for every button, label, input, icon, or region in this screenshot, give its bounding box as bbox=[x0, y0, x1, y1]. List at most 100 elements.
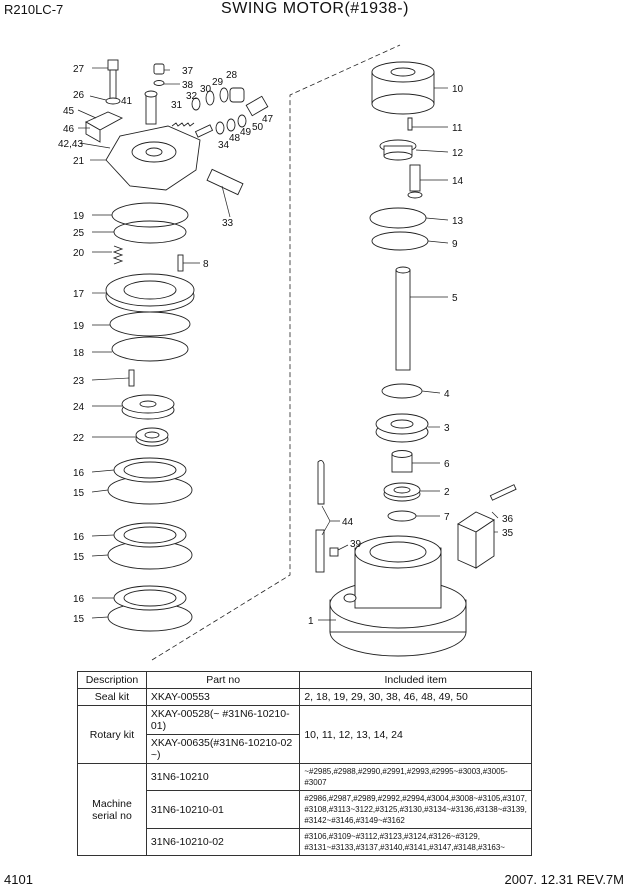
disc-set-3 bbox=[107, 585, 193, 632]
oring-25 bbox=[113, 220, 187, 244]
oring-50 bbox=[237, 114, 247, 128]
spring-11 bbox=[407, 117, 413, 131]
serial-row3-items: #3106,#3109~#3112,#3123,#3124,#3126~#312… bbox=[299, 828, 532, 856]
callout-23: 23 bbox=[73, 376, 85, 387]
callout-22: 22 bbox=[73, 433, 85, 444]
callout-19-top: 19 bbox=[73, 211, 85, 222]
callout-15-b: 15 bbox=[73, 552, 85, 563]
callout-1: 1 bbox=[308, 616, 314, 627]
rotary-kit-part-no-1: XKAY-00528(~ #31N6-10210-01) bbox=[145, 705, 301, 735]
page-number: 4101 bbox=[4, 872, 33, 887]
plug-39 bbox=[329, 547, 339, 557]
plate-13 bbox=[369, 207, 427, 229]
centerline-dash bbox=[151, 44, 401, 661]
serial-row2-line1: #2986,#2987,#2989,#2992,#2994,#3004,#300… bbox=[304, 794, 527, 803]
callout-29: 29 bbox=[212, 77, 224, 88]
seal-kit-items: 2, 18, 19, 29, 30, 38, 46, 48, 49, 50 bbox=[299, 688, 532, 706]
callout-45: 45 bbox=[63, 106, 75, 117]
housing-1 bbox=[329, 535, 467, 657]
snap-ring-4 bbox=[381, 383, 423, 399]
serial-row2-part: 31N6-10210-01 bbox=[145, 790, 301, 829]
oring-19-mid bbox=[109, 311, 191, 337]
callout-36: 36 bbox=[502, 514, 514, 525]
oring-38 bbox=[153, 80, 165, 86]
callout-38: 38 bbox=[182, 80, 194, 91]
callout-49: 49 bbox=[240, 127, 252, 138]
callout-15-a: 15 bbox=[73, 488, 85, 499]
callout-28: 28 bbox=[226, 70, 238, 81]
oring-48 bbox=[215, 121, 225, 135]
callout-32: 32 bbox=[186, 91, 198, 102]
callout-16-c: 16 bbox=[73, 594, 85, 605]
callout-numbers: 27 37 38 26 41 30 29 28 32 31 45 47 46 4… bbox=[58, 64, 514, 627]
serial-row-2: 31N6-10210-01 #2986,#2987,#2989,#2992,#2… bbox=[78, 790, 532, 829]
callout-48: 48 bbox=[229, 133, 241, 144]
callout-16-b: 16 bbox=[73, 532, 85, 543]
header-included: Included item bbox=[299, 671, 532, 689]
callout-14: 14 bbox=[452, 176, 464, 187]
header-part-no: Part no bbox=[145, 671, 301, 689]
callout-50: 50 bbox=[252, 122, 264, 133]
serial-row-3: 31N6-10210-02 #3106,#3109~#3112,#3123,#3… bbox=[78, 828, 532, 856]
oil-seal-2 bbox=[383, 482, 421, 502]
callout-41: 41 bbox=[121, 96, 133, 107]
bearing-22 bbox=[135, 427, 169, 447]
callout-39: 39 bbox=[350, 539, 362, 550]
ring-7 bbox=[387, 510, 417, 522]
callout-24: 24 bbox=[73, 402, 85, 413]
oring-18 bbox=[111, 336, 189, 362]
plug-28 bbox=[229, 87, 245, 103]
seal-kit-part-no: XKAY-00553 bbox=[145, 688, 301, 706]
washer-26 bbox=[105, 97, 121, 105]
cylinder-block-10 bbox=[371, 61, 435, 115]
callout-11: 11 bbox=[452, 123, 463, 134]
oring-19-top bbox=[111, 202, 189, 228]
kit-table: Description Part no Included item Seal k… bbox=[77, 671, 532, 856]
callout-2: 2 bbox=[444, 487, 450, 498]
callout-27: 27 bbox=[73, 64, 85, 75]
callout-5: 5 bbox=[452, 293, 458, 304]
callout-46: 46 bbox=[63, 124, 75, 135]
serial-description-line1: Machine bbox=[92, 797, 132, 810]
exploded-parts-diagram: 27 37 38 26 41 30 29 28 32 31 45 47 46 4… bbox=[58, 44, 517, 661]
bolt-36 bbox=[489, 484, 517, 501]
serial-row2-items: #2986,#2987,#2989,#2992,#2994,#3004,#300… bbox=[299, 790, 532, 829]
retainer-12 bbox=[379, 139, 417, 161]
piston-14 bbox=[407, 164, 423, 199]
callout-30: 30 bbox=[200, 84, 212, 95]
plug-37 bbox=[153, 63, 165, 75]
pin-23 bbox=[128, 369, 135, 387]
callout-37: 37 bbox=[182, 66, 194, 77]
callout-18: 18 bbox=[73, 348, 85, 359]
serial-description: Machine serial no bbox=[77, 763, 147, 856]
spool-34 bbox=[194, 124, 214, 138]
rotary-kit-part-no-2: XKAY-00635(#31N6-10210-02 ~) bbox=[145, 734, 301, 764]
callout-9: 9 bbox=[452, 239, 458, 250]
serial-row1-items: ~#2985,#2988,#2990,#2991,#2993,#2995~#30… bbox=[299, 763, 532, 791]
pin-8 bbox=[177, 254, 184, 272]
serial-row3-line2: #3131~#3133,#3137,#3140,#3141,#3147,#314… bbox=[304, 843, 505, 852]
callout-8: 8 bbox=[203, 259, 209, 270]
callout-10: 10 bbox=[452, 84, 464, 95]
bushing-6 bbox=[391, 450, 413, 473]
callout-16-a: 16 bbox=[73, 468, 85, 479]
callout-25: 25 bbox=[73, 228, 85, 239]
callout-3: 3 bbox=[444, 423, 450, 434]
callout-44: 44 bbox=[342, 517, 354, 528]
kit-table-header: Description Part no Included item bbox=[77, 671, 532, 689]
callout-33: 33 bbox=[222, 218, 234, 229]
rotary-kit-description: Rotary kit bbox=[77, 705, 147, 764]
serial-row3-line1: #3106,#3109~#3112,#3123,#3124,#3126~#312… bbox=[304, 832, 480, 841]
callout-21: 21 bbox=[73, 156, 85, 167]
serial-description-line2: serial no bbox=[92, 809, 132, 822]
bolt-27 bbox=[107, 59, 119, 101]
valve-47 bbox=[245, 95, 269, 117]
callout-26: 26 bbox=[73, 90, 85, 101]
callout-20: 20 bbox=[73, 248, 85, 259]
callout-42-43: 42,43 bbox=[58, 139, 83, 150]
serial-row-1: Machine serial no 31N6-10210 ~#2985,#298… bbox=[77, 763, 532, 856]
header-description: Description bbox=[77, 671, 147, 689]
bearing-3 bbox=[375, 413, 429, 443]
valve-plate-24 bbox=[121, 394, 175, 420]
callout-12: 12 bbox=[452, 148, 464, 159]
